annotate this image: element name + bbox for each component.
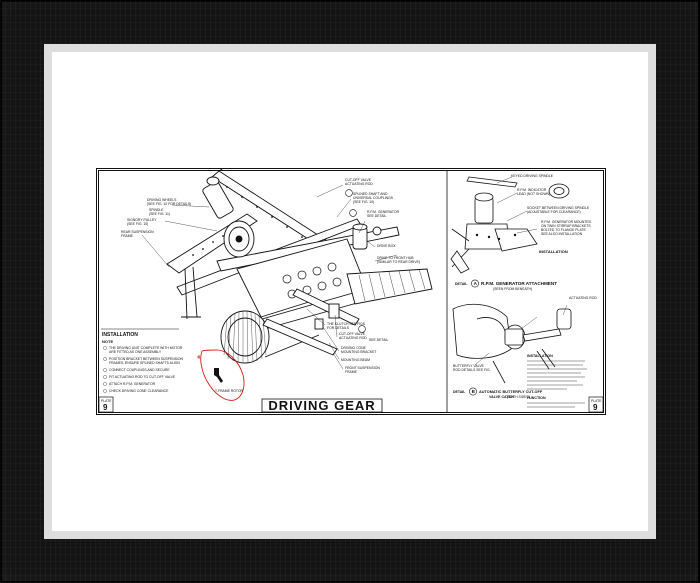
callout-spindle-ref: (SEE FIG. 11) [149,212,170,216]
detail-rpm-indicator: R.P.M. INDICATOR [517,188,547,192]
detail-b-letter: B [472,389,476,394]
detail-b-callouts: ACTUATING ROD BUTTERFLY VALVE ROD DETAIL… [453,296,597,400]
callout-driving-cone: DRIVING CONE [341,346,367,350]
detail-b-illustration [452,303,572,384]
rotor-part-icon [214,368,223,383]
plate-number-left: 9 [103,403,108,412]
note-line-1: THE DRIVING UNIT COMPLETE WITH MOTOR [109,346,183,350]
main-callouts: DRIVING WHEELS (SEE FIG. 10 FOR DETAILS)… [121,178,420,374]
callout-spindle: SPINDLE [149,208,164,212]
annotation-label: T-FRAME ROTOR [215,389,244,393]
title-block: PLATE 9 DRIVING GEAR PLATE 9 [98,396,604,413]
detail-b-sub2: (BOTH SIDES) [507,395,530,399]
note-line-3: POSITION BRACKET BETWEEN SUSPENSION [109,357,184,361]
detail-rod-details: ROD DETAILS SEE FIG. [453,368,491,372]
callout-splined-ref: (SEE FIG. 10) [353,200,374,204]
detail-bolted: BOLTED TO FLANGE PLATE [541,228,587,232]
detail-b-circle [469,387,477,396]
detail-generator-mounted: R.P.M. GENERATOR MOUNTED [541,220,592,224]
callout-cutoff-valve-2: CUT-OFF VALVE [339,332,366,336]
detail-keyed-spindle: KEYED DRIVING SPINDLE [511,174,554,178]
detail-b-sub: VALVE CATCH [489,395,514,399]
callout-driving-wheels: DRIVING WHEELS [147,198,177,202]
plate-label-right: PLATE [591,399,602,403]
plate-label-left: PLATE [101,399,112,403]
detail-a-leaders [496,176,538,234]
drawing-border [98,170,604,413]
detail-b-text-lines [527,360,587,408]
note-line-2: ARE FITTED AS ONE ASSEMBLY [109,350,162,354]
detail-a-sub: (SEEN FROM BENEATH) [493,287,532,291]
callout-actuating-rod-2: ACTUATING ROD [339,336,367,340]
detail-a-title: R.P.M. GENERATOR ATTACHMENT [481,281,557,286]
detail-a-letter: A [474,281,478,286]
callout-splined-shaft: SPLINED SHAFT AND [353,192,388,196]
callout-clutch-details: FOR DETAILS [327,326,350,330]
plate-box-left [98,396,114,413]
detail-a-callouts: KEYED DRIVING SPINDLE R.P.M. INDICATOR L… [511,174,592,254]
callout-rear-suspension: REAR SUSPENSION [121,230,154,234]
detail-see-also: SEE ALSO INSTALLATION [541,232,583,236]
detail-a-illustration [450,176,570,274]
detail-actuating-rod: ACTUATING ROD [569,296,597,300]
callout-drive-front-hub: DRIVE TO FRONT HUB [377,256,414,260]
note-line-6: FIT ACTUATING ROD TO CUT-OFF VALVE [109,375,176,379]
detail-b-installation: INSTALLATION [527,354,553,358]
red-annotation: T-FRAME ROTOR [197,349,245,401]
main-leader-lines [141,184,398,370]
callout-universal-couplings: UNIVERSAL COUPLINGS [353,196,394,200]
callout-signory-pulley-ref: (SEE FIG. 10) [127,222,148,226]
detail-butterfly-valve: BUTTERFLY VALVE [453,364,485,368]
detail-a-caption: DETAIL A R.P.M. GENERATOR ATTACHMENT (SE… [455,279,557,291]
installation-notes: INSTALLATION NOTE THE DRIVING UNIT COMPL… [101,328,184,393]
detail-socket-adjust: (ADJUSTABLE FOR CLEARANCE) [527,210,581,214]
detail-socket: SOCKET BETWEEN DRIVING SPINDLE [527,206,590,210]
note-line-7: ATTACH R.P.M. GENERATOR [109,382,156,386]
detail-a-circle [471,279,479,288]
detail-a-installation: INSTALLATION [539,249,568,254]
detail-b-caption: DETAIL B AUTOMATIC BUTTERFLY CUT-OFF VAL… [453,387,543,399]
callout-number-circles [345,189,366,333]
note-line-5: CONNECT COUPLINGS AND SECURE [109,368,170,372]
installation-heading: INSTALLATION [102,332,138,338]
detail-a-label: DETAIL [455,282,468,286]
note-line-8: CHECK DRIVING CONE CLEARANCE [109,389,169,393]
callout-cutoff-actuating-rod: ACTUATING ROD [345,182,373,186]
red-circle-mark [200,349,245,401]
callout-mounting-beam: MOUNTING BEAM [341,358,370,362]
callout-cutoff-valve: CUT-OFF VALVE [345,178,372,182]
detail-stirrup: ON TWIN STIRRUP BRACKETS [541,224,591,228]
callout-front-suspension-frame: FRAME [345,370,358,374]
drawing-svg: DRIVING WHEELS (SEE FIG. 10 FOR DETAILS)… [98,169,604,413]
red-cross-mark [197,355,200,359]
plate-number-right: 9 [593,403,598,412]
callout-rear-suspension-frame: FRAME [121,234,134,238]
callout-front-suspension: FRONT SUSPENSION [345,366,380,370]
driving-gear-assembly [166,169,433,364]
callout-signory-pulley: SIGNORY PULLEY [127,218,157,222]
callout-drive-front-hub-note: (SIMILAR TO REAR DRIVE) [377,260,420,264]
callout-driving-wheels-ref: (SEE FIG. 10 FOR DETAILS) [147,202,191,206]
detail-b-title: AUTOMATIC BUTTERFLY CUT-OFF [479,390,543,394]
plate-box-right [588,396,604,413]
note-line-4: FRAMES, ENSURE SPLINED SHAFTS ALIGN [109,361,180,365]
drawing-title: DRIVING GEAR [268,398,375,413]
title-box [261,398,383,413]
detail-b-leaders [474,304,568,366]
detail-b-label: DETAIL [453,390,466,394]
callout-rpm-see-detail: SEE DETAIL [367,214,386,218]
detail-b-function: FUNCTION [527,396,546,400]
callout-mounting-bracket: MOUNTING BRACKET [341,350,376,354]
detail-rpm-lead: LEAD (NOT SHOWN) [517,192,550,196]
note-heading: NOTE [102,339,113,344]
callout-rpm-generator: R.P.M. GENERATOR [367,210,400,214]
callout-drive-box: DRIVE BOX [377,244,396,248]
callout-clutch: THE CLUTCH SEE FIGS. [327,322,366,326]
callout-see-detail-b: SEE DETAIL [369,338,388,342]
technical-drawing-print: DRIVING WHEELS (SEE FIG. 10 FOR DETAILS)… [96,168,606,415]
